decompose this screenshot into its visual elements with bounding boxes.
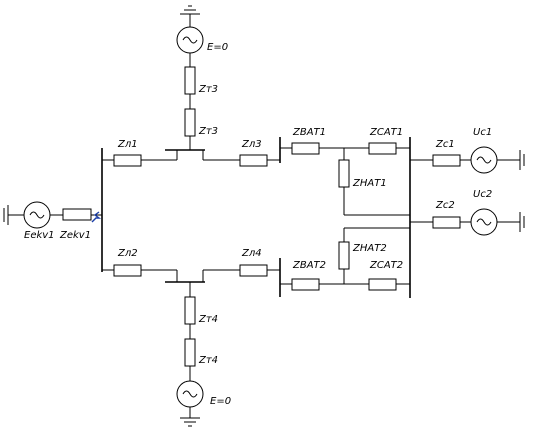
sine-uc2 — [476, 218, 492, 226]
impedance-zt4-upper — [184, 296, 196, 325]
impedance-zl3 — [239, 154, 268, 167]
impedance-zcat1 — [368, 142, 397, 155]
label-zekv1: Zekv1 — [59, 230, 91, 241]
label-zl4: Zл4 — [241, 248, 262, 259]
impedance-zt3-upper — [184, 66, 196, 95]
label-zl3: Zл3 — [241, 139, 262, 150]
sine-eekv1 — [29, 211, 45, 219]
impedance-zc2 — [432, 216, 461, 229]
label-zbat2: ZВАТ2 — [292, 260, 326, 271]
label-zcat2: ZСАТ2 — [369, 260, 403, 271]
label-zcat1: ZСАТ1 — [369, 127, 403, 138]
impedance-zcat2 — [368, 278, 397, 291]
impedance-zt4-lower — [184, 338, 196, 367]
label-uc1: Uc1 — [473, 127, 492, 138]
label-e-top: E=0 — [207, 42, 228, 53]
impedance-zhat2 — [338, 241, 350, 270]
impedance-zl2 — [113, 264, 142, 277]
label-zhat2: ZНАТ2 — [352, 243, 387, 254]
label-zl2: Zл2 — [117, 248, 138, 259]
impedance-zbat2 — [291, 278, 320, 291]
label-zt3-upper: Zт3 — [198, 84, 218, 95]
label-zc1: Zc1 — [435, 139, 455, 150]
sine-uc1 — [476, 156, 492, 164]
impedance-zt3-lower — [184, 108, 196, 137]
label-zc2: Zc2 — [435, 200, 455, 211]
sine-top — [182, 36, 198, 44]
impedance-zhat1 — [338, 159, 350, 188]
label-zt3-lower: Zт3 — [198, 126, 218, 137]
label-zhat1: ZНАТ1 — [352, 178, 387, 189]
impedance-zekv1 — [62, 208, 92, 221]
label-e-bottom: E=0 — [210, 396, 231, 407]
impedance-zbat1 — [291, 142, 320, 155]
sine-bottom — [182, 390, 198, 398]
fault-arrow-icon — [91, 211, 102, 223]
impedance-zc1 — [432, 154, 461, 167]
label-eekv1: Eekv1 — [24, 230, 55, 241]
label-zl1: Zл1 — [117, 139, 138, 150]
label-zbat1-left: ZВАТ1 — [292, 127, 326, 138]
label-uc2: Uc2 — [473, 189, 492, 200]
label-zt4-lower: Zт4 — [198, 355, 218, 366]
impedance-zl1 — [113, 154, 142, 167]
impedance-zl4 — [239, 264, 268, 277]
label-zt4-upper: Zт4 — [198, 314, 218, 325]
